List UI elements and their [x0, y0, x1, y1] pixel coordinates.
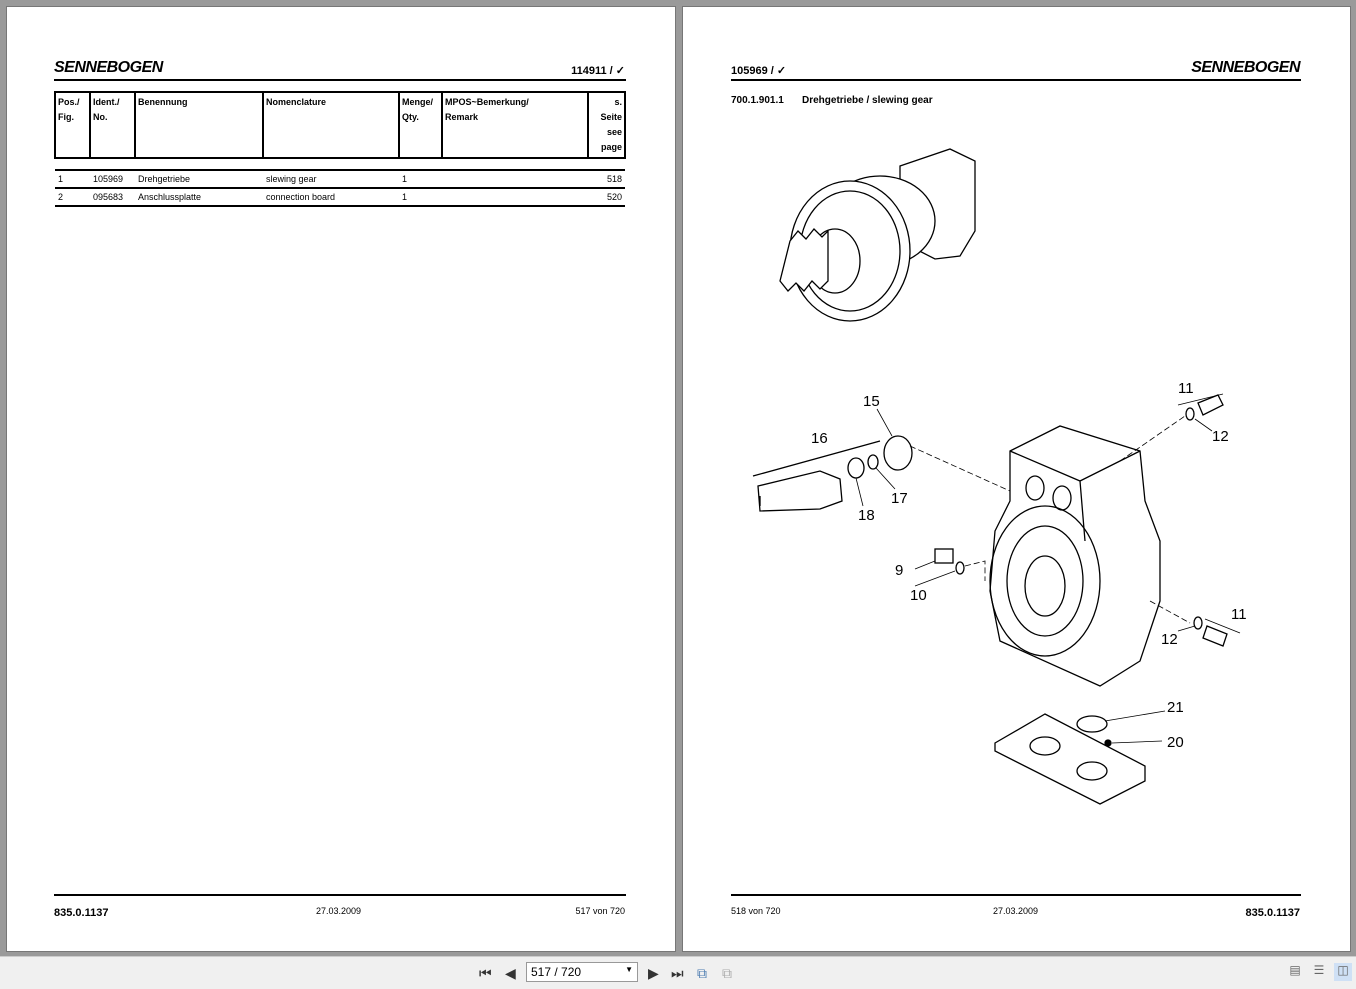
footer-rule — [54, 894, 626, 896]
two-page-view-icon[interactable]: ◫ — [1334, 963, 1352, 981]
col-qty: Menge/Qty. — [398, 91, 443, 159]
sennebogen-logo: SENNEBOGEN — [1191, 59, 1300, 76]
leader-lines — [855, 393, 1241, 744]
callout-18: 18 — [858, 507, 875, 524]
callout-10: 10 — [910, 587, 927, 604]
section-code: 700.1.901.1 — [731, 95, 784, 106]
callout-20: 20 — [1167, 734, 1184, 751]
seals-and-fittings — [847, 394, 1228, 747]
go-back-view-icon[interactable]: ⧉ — [697, 965, 707, 981]
exploded-view-drawing: 15 16 17 18 9 10 11 12 11 12 21 20 — [752, 148, 1247, 805]
callout-11: 11 — [1231, 606, 1247, 623]
go-forward-view-icon[interactable]: ⧉ — [722, 965, 732, 981]
pdf-page-left: SENNEBOGEN 114911 / ✓ Pos./Fig. Ident./N… — [6, 6, 676, 952]
col-pos: Pos./Fig. — [54, 91, 91, 159]
connection-plate — [994, 713, 1146, 805]
page-number-field[interactable]: 517 / 720▼ — [526, 962, 638, 982]
footer-page: 518 von 720 — [731, 906, 781, 916]
continuous-view-icon[interactable]: ☰ — [1313, 963, 1325, 977]
col-remark: MPOS~Bemerkung/Remark — [441, 91, 589, 159]
col-ident: Ident./No. — [89, 91, 136, 159]
callout-12: 12 — [1212, 428, 1229, 445]
single-page-view-icon[interactable]: ▤ — [1289, 963, 1301, 977]
footer-page: 517 von 720 — [575, 906, 625, 916]
page-link[interactable]: 520 — [588, 188, 625, 207]
doc-reference: 105969 / ✓ — [731, 65, 787, 77]
next-page-button[interactable]: ▶ — [648, 965, 659, 981]
footer-rule — [731, 894, 1301, 896]
footer-date: 27.03.2009 — [316, 906, 362, 916]
callout-11: 11 — [1178, 380, 1194, 397]
callout-17: 17 — [891, 490, 908, 507]
callout-15: 15 — [863, 393, 880, 410]
first-page-button[interactable]: ⏮ — [479, 965, 492, 981]
sennebogen-logo: SENNEBOGEN — [54, 59, 163, 76]
slewing-gear-assembly — [779, 148, 976, 322]
doc-reference: 114911 / ✓ — [571, 65, 625, 77]
previous-page-button[interactable]: ◀ — [505, 965, 516, 981]
parts-table: Pos./Fig. Ident./No. Benennung Nomenclat… — [54, 91, 626, 207]
viewer-toolbar: ⏮ ◀ 517 / 720▼ ▶ ⏭ ⧉ ⧉ ▤ ☰ ◫ — [0, 956, 1356, 989]
footer-doc: 835.0.1137 — [54, 907, 109, 919]
valve-16 — [752, 440, 881, 512]
table-header: Pos./Fig. Ident./No. Benennung Nomenclat… — [54, 91, 626, 159]
col-nomenclature: Nomenclature — [262, 91, 400, 159]
last-page-button[interactable]: ⏭ — [671, 965, 684, 981]
page-link[interactable]: 518 — [588, 170, 625, 189]
callout-labels: 15 16 17 18 9 10 11 12 11 12 21 20 — [811, 380, 1247, 751]
table-row: 1 105969 Drehgetriebe slewing gear 1 518 — [55, 170, 625, 189]
footer-date: 27.03.2009 — [993, 906, 1039, 916]
chevron-down-icon[interactable]: ▼ — [625, 965, 633, 974]
callout-21: 21 — [1167, 699, 1184, 716]
housing — [989, 425, 1161, 687]
pdf-page-right: 105969 / ✓ SENNEBOGEN 700.1.901.1 Drehge… — [682, 6, 1351, 952]
header-rule — [731, 79, 1301, 81]
callout-12: 12 — [1161, 631, 1178, 648]
table-row: 2 095683 Anschlussplatte connection boar… — [55, 188, 625, 207]
section-title: Drehgetriebe / slewing gear — [802, 95, 933, 106]
callout-16: 16 — [811, 430, 828, 447]
col-benennung: Benennung — [134, 91, 264, 159]
footer-doc: 835.0.1137 — [1245, 907, 1300, 919]
header-rule — [54, 79, 626, 81]
callout-9: 9 — [895, 562, 903, 579]
